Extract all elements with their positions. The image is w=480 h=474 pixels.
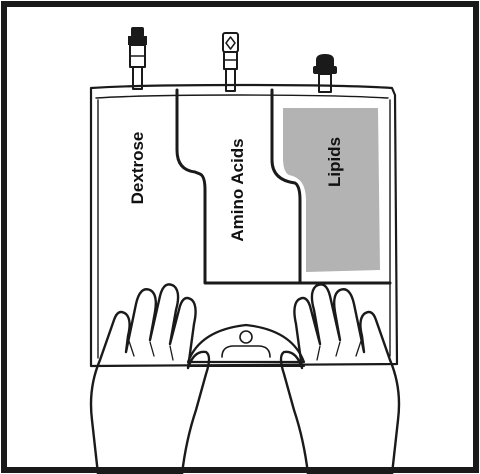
chamber-label-dextrose: Dextrose [128, 132, 147, 205]
chamber-label-lipids: Lipids [325, 137, 344, 187]
chamber-label-amino-acids: Amino Acids [228, 138, 247, 241]
